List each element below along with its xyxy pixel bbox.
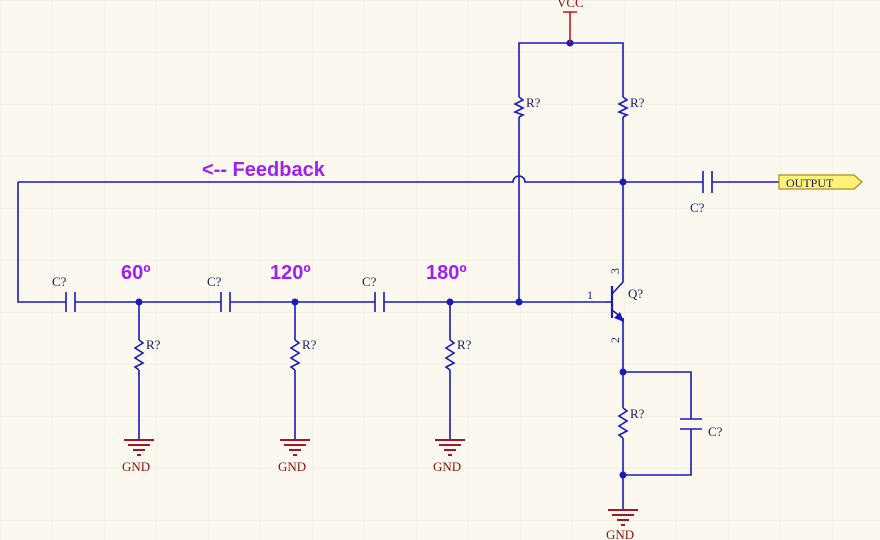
resistor-ref-label: R? (630, 95, 645, 110)
capacitor-c2[interactable]: C? (207, 274, 232, 312)
resistor-ref-label: R? (457, 337, 472, 352)
capacitor-emitter-bypass[interactable]: C? (680, 418, 723, 439)
phase-60-label: 60º (121, 262, 151, 284)
resistor-r3[interactable]: R? (444, 337, 472, 371)
capacitor-ref-label: C? (690, 200, 705, 215)
gnd-label: GND (433, 459, 461, 474)
feedback-annotation: <-- Feedback (202, 159, 326, 181)
gnd-label: GND (122, 459, 150, 474)
junction-dot (446, 298, 454, 306)
capacitor-ref-label: C? (362, 274, 377, 289)
capacitor-c1[interactable]: C? (52, 274, 77, 312)
capacitor-ref-label: C? (207, 274, 222, 289)
resistor-emitter[interactable]: R? (617, 406, 645, 439)
pin-number-emitter: 2 (608, 337, 622, 343)
gnd-symbol-3[interactable]: GND (433, 439, 465, 474)
resistor-ref-label: R? (526, 95, 541, 110)
transistor-q1[interactable]: 1 3 2 Q? (587, 266, 643, 343)
gnd-symbol-2[interactable]: GND (278, 439, 310, 474)
transistor-ref-label: Q? (628, 286, 643, 301)
capacitor-ref-label: C? (708, 424, 723, 439)
pin-number-base: 1 (587, 288, 593, 302)
capacitor-output[interactable]: C? (690, 171, 714, 215)
resistor-ref-label: R? (630, 406, 645, 421)
gnd-symbol-1[interactable]: GND (122, 439, 154, 474)
output-port[interactable]: OUTPUT (778, 174, 863, 190)
junction-dot (515, 298, 523, 306)
resistor-bias-base[interactable]: R? (513, 95, 541, 118)
junction-dot (135, 298, 143, 306)
resistor-collector[interactable]: R? (617, 95, 645, 118)
junction-dot (619, 178, 627, 186)
resistor-r1[interactable]: R? (133, 337, 161, 371)
emitter-arrow-icon (614, 312, 624, 322)
feedback-left-wire (17, 182, 64, 303)
capacitor-ref-label: C? (52, 274, 67, 289)
junction-dot (619, 471, 627, 479)
gnd-symbol-4[interactable]: GND (606, 509, 638, 540)
phase-120-label: 120º (270, 262, 311, 284)
output-port-label: OUTPUT (786, 176, 834, 190)
resistor-ref-label: R? (146, 337, 161, 352)
resistor-r2[interactable]: R? (289, 337, 317, 371)
gnd-label: GND (278, 459, 306, 474)
junction-dot (619, 368, 627, 376)
phase-180-label: 180º (426, 262, 467, 284)
capacitor-c3[interactable]: C? (362, 274, 386, 312)
vcc-label: VCC (557, 0, 584, 10)
vcc-symbol[interactable]: VCC (557, 0, 584, 43)
junction-dot (291, 298, 299, 306)
resistor-ref-label: R? (302, 337, 317, 352)
gnd-label: GND (606, 527, 634, 540)
pin-number-collector: 3 (608, 268, 622, 274)
